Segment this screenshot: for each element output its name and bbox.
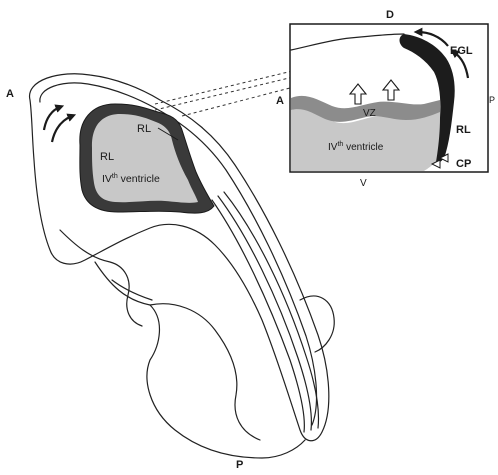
label-dorsal: D [386,9,394,21]
lower-lobe-mid [150,304,260,440]
label-anterior-main: A [6,88,14,100]
jaw-contour [60,230,142,326]
label-fourth-ventricle-inset: IVth ventricle [328,141,384,153]
label-choroid-plexus: CP [456,158,471,170]
label-posterior-main: P [236,459,243,470]
migration-arrows-main [44,107,72,142]
lower-lobe-right [300,296,334,352]
label-rhombic-lip-left: RL [100,151,114,163]
label-posterior-inset: P [489,95,495,105]
curved-arrow-icon [52,116,72,142]
tube-inner-line-1 [212,200,304,432]
label-anterior-inset: A [276,95,284,107]
projection-line-bottom [182,88,290,116]
label-ventral: V [360,178,367,189]
label-fourth-ventricle-main: IVth ventricle [102,173,160,185]
label-rhombic-lip-upper: RL [137,123,151,135]
label-rhombic-lip-inset: RL [456,124,471,136]
label-vz: VZ [363,108,376,119]
label-egl: EGL [450,45,473,57]
lower-lobe-left [95,262,305,458]
